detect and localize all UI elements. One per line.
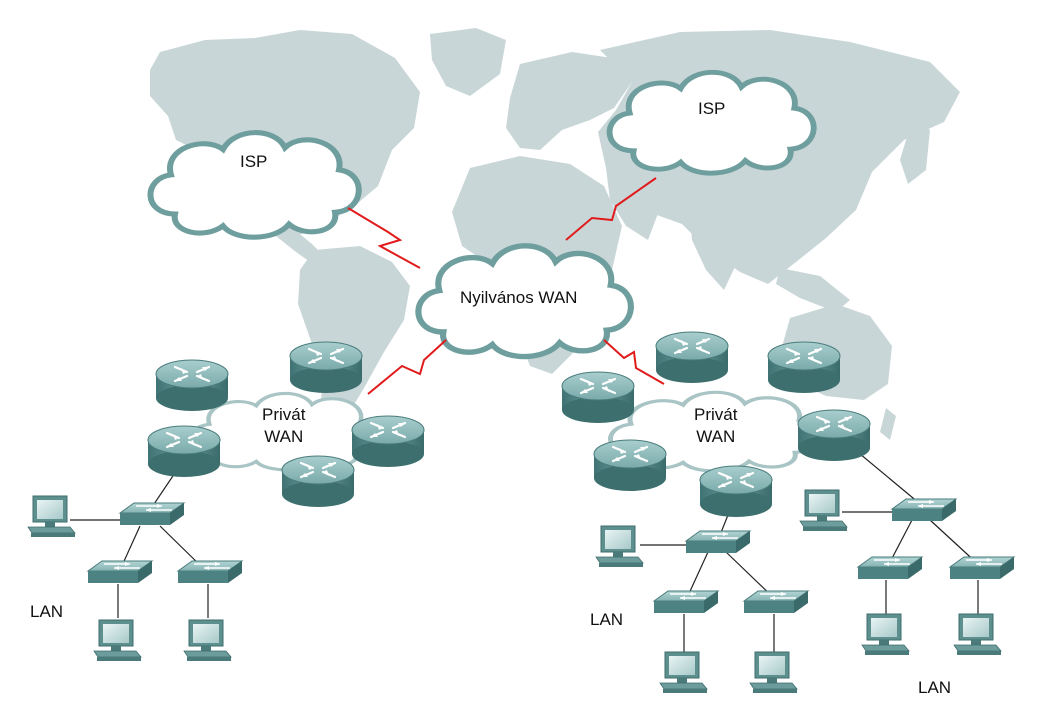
switches: [87, 498, 1015, 614]
pc-center-3: [749, 651, 798, 694]
isp-left-label: ISP: [240, 152, 268, 171]
router-right-1: [654, 330, 730, 385]
switch-left-a: [87, 560, 153, 584]
lan-center-label: LAN: [590, 610, 624, 629]
lan-right-label: LAN: [918, 678, 952, 697]
switch-center-main: [685, 530, 751, 554]
switch-right-main: [891, 498, 957, 522]
router-left-2: [288, 340, 364, 395]
switch-left-main: [119, 502, 185, 526]
private-wan-left-line2: WAN: [264, 427, 304, 447]
router-right-5: [592, 438, 668, 493]
router-left-4: [350, 414, 426, 469]
lan-left-label: LAN: [30, 602, 64, 621]
switch-center-b: [743, 590, 809, 614]
wan-link-private-right: [603, 339, 665, 385]
private-wan-left-label: Privát WAN: [262, 404, 305, 448]
router-right-2: [766, 340, 842, 395]
router-left-5: [280, 454, 356, 509]
switch-center-a: [653, 590, 719, 614]
router-right-6: [698, 464, 774, 519]
switch-right-a: [857, 556, 923, 580]
isp-cloud-right: [610, 72, 814, 173]
pc-center-2: [659, 651, 708, 694]
isp-right-label: ISP: [698, 99, 726, 118]
private-wan-left-line1: Privát: [262, 405, 306, 424]
private-wan-right-label: Privát WAN: [694, 404, 737, 448]
pc-right-1: [799, 489, 848, 532]
private-wan-right-line1: Privát: [694, 405, 738, 424]
wan-link-isp-right: [565, 177, 657, 241]
switch-right-b: [949, 556, 1015, 580]
wan-links: [347, 177, 665, 395]
pc-center-1: [595, 525, 644, 568]
pc-right-3: [953, 613, 1002, 656]
wan-link-isp-left: [347, 207, 421, 269]
router-right-4: [796, 408, 872, 463]
router-left-1: [154, 358, 230, 413]
router-right-3: [560, 370, 636, 425]
pc-right-2: [861, 613, 910, 656]
isp-cloud-left: [150, 133, 358, 238]
pc-left-2: [93, 619, 142, 662]
private-wan-right-line2: WAN: [696, 427, 736, 447]
switch-left-b: [177, 560, 243, 584]
pc-left-1: [27, 495, 76, 538]
public-wan-label: Nyilvános WAN: [460, 288, 578, 307]
router-left-3: [146, 424, 222, 479]
wan-link-private-left: [367, 339, 447, 395]
pc-left-3: [183, 619, 232, 662]
